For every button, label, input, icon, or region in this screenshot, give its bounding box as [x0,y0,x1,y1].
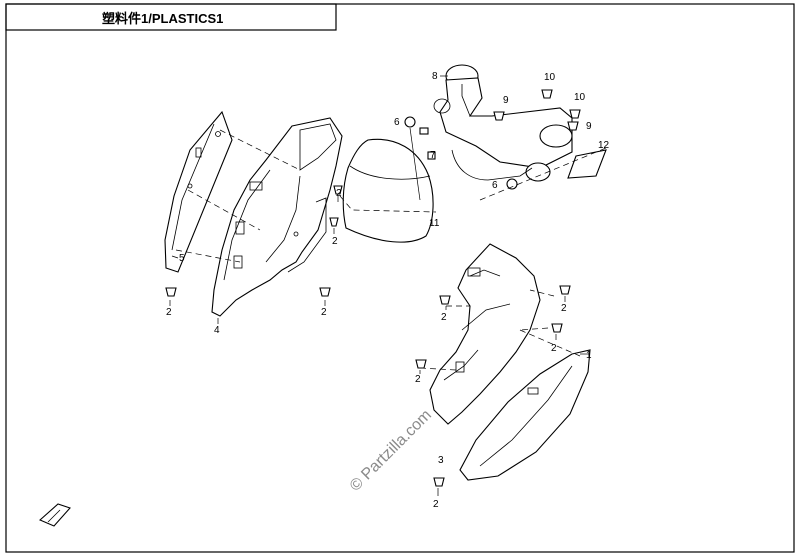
diagram-title: 塑料件1/PLASTICS1 [102,11,223,26]
callout-2: 2 [441,312,447,323]
callout-2: 2 [415,374,421,385]
callout-2: 2 [551,343,557,354]
callout-6: 6 [492,180,498,191]
callout-10: 10 [544,72,556,83]
fasteners [165,89,581,487]
title-box [5,3,337,31]
callout-2: 2 [433,499,439,510]
callout-1: 1 [586,350,592,361]
callout-7: 7 [430,150,436,161]
part-1-right-trim [459,349,591,481]
callout-9: 9 [586,121,592,132]
callout-11: 11 [429,218,440,229]
callout-12: 12 [598,140,610,151]
callout-2: 2 [332,236,338,247]
callout-4: 4 [214,325,220,336]
callout-5: 5 [179,253,185,264]
part-4-left-cover [211,117,343,317]
part-11-windshield [342,138,434,243]
callout-2: 2 [166,307,172,318]
callout-10: 10 [574,92,586,103]
part-12-sticker [567,149,607,179]
callout-9: 9 [503,95,509,106]
watermark: © Partzilla.com [347,407,435,495]
callout-labels: 1 2 2 2 2 2 2 2 2 2 3 4 5 6 6 7 8 9 9 10… [166,71,610,510]
alignment-lines [175,129,607,371]
callout-2: 2 [321,307,327,318]
front-direction-icon [38,503,71,527]
callout-3: 3 [438,455,444,466]
callout-6: 6 [394,117,400,128]
callout-2: 2 [336,188,342,199]
callout-2: 2 [561,303,567,314]
drawing-frame [5,3,795,553]
leader-lines [169,75,590,496]
callout-8: 8 [432,71,438,82]
part-5-side-panel [164,110,233,273]
